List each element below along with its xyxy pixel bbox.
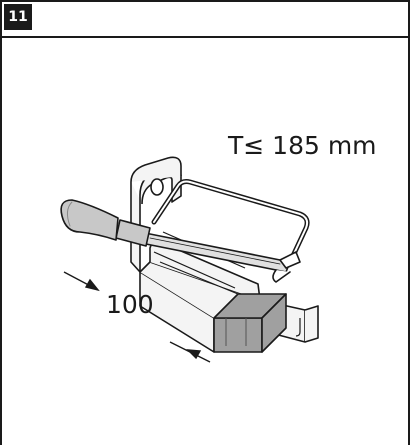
arrow-head-right-icon [186,349,202,360]
dimension-arrows [63,271,211,363]
hacksaw-icon [60,179,310,283]
cut-length-label: 100 [106,290,154,319]
thickness-limit-label: T≤ 185 mm [228,131,377,160]
arrow-head-left-icon [84,278,100,292]
step-number-badge: 11 [4,4,32,30]
header-divider [0,36,410,38]
cut-section-highlight [213,293,287,353]
